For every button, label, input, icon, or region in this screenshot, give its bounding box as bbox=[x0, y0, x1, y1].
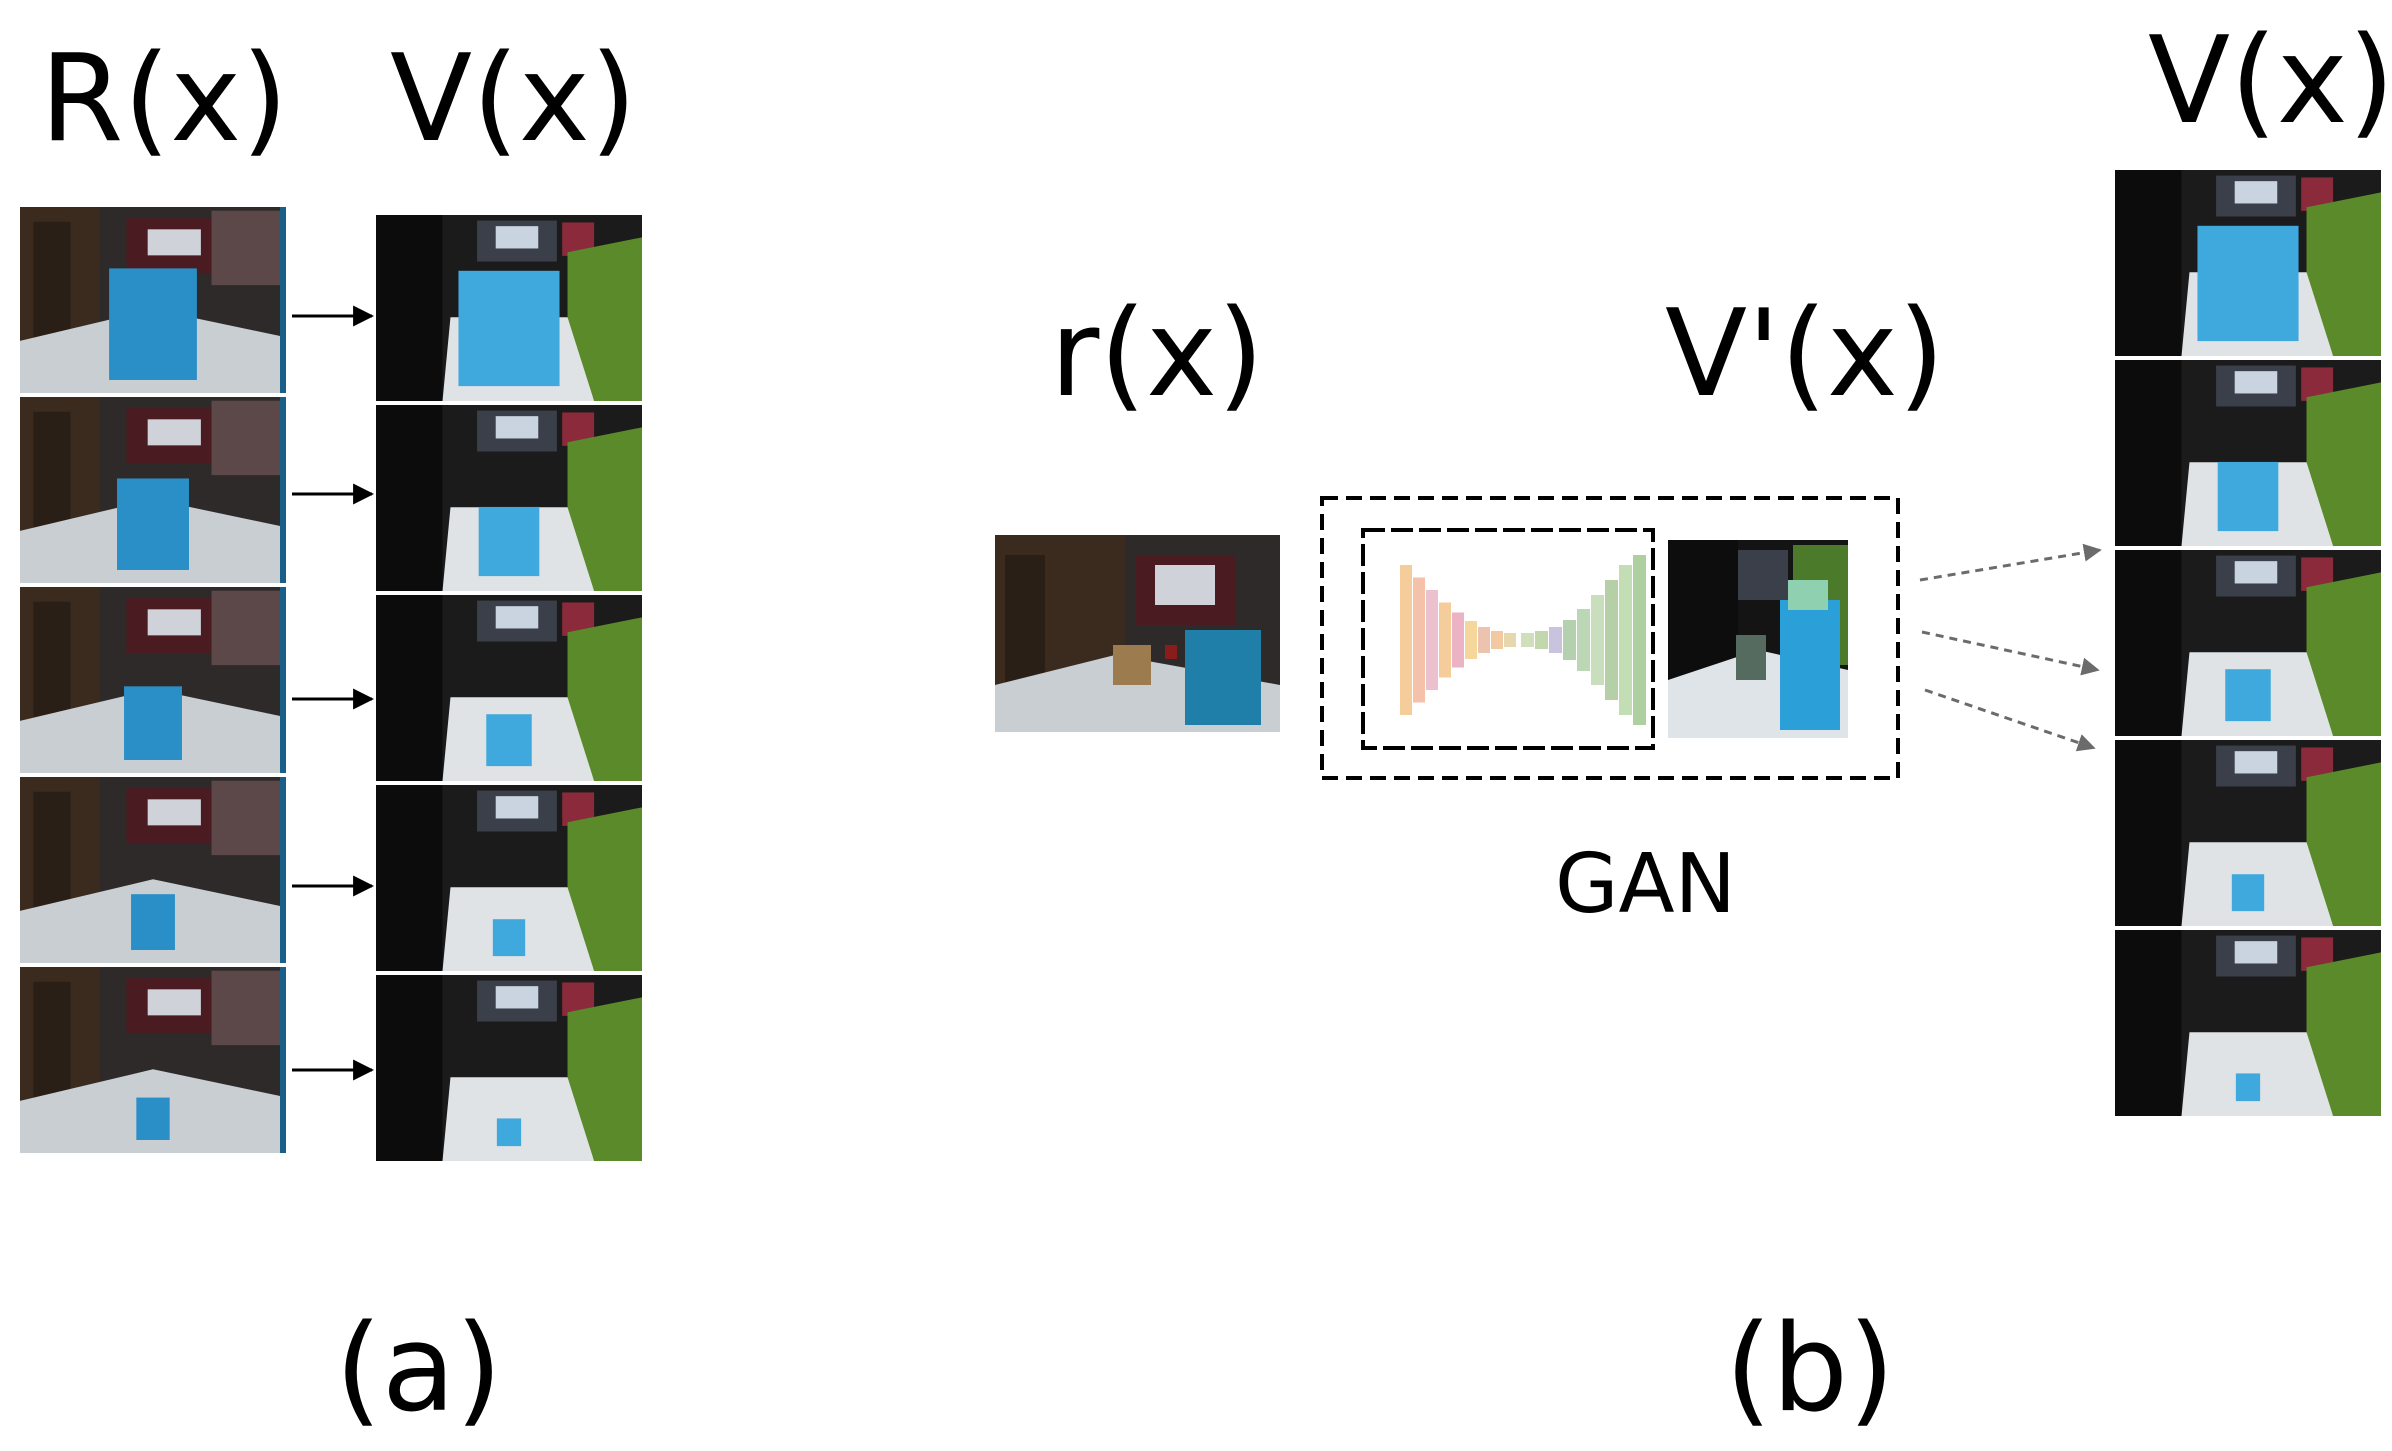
virtual-frame-a-3 bbox=[376, 595, 642, 781]
virtual-frame-sequence-b bbox=[2115, 170, 2381, 1116]
virtual-sequence-label-a: V(x) bbox=[390, 30, 637, 169]
decoder-layer-4 bbox=[1563, 620, 1576, 660]
real-frame-5 bbox=[20, 967, 286, 1153]
gan-network-box bbox=[1361, 528, 1655, 750]
virtual-box-object bbox=[2225, 669, 2271, 722]
box-object bbox=[109, 268, 197, 380]
encoder-layer-9 bbox=[1504, 633, 1516, 647]
gan-label: GAN bbox=[1555, 837, 1736, 932]
virtual-frame-sequence-a bbox=[376, 215, 642, 1161]
decoder-layer-3 bbox=[1549, 627, 1562, 653]
panel-a-label: (a) bbox=[335, 1300, 502, 1439]
virtual-box-object bbox=[492, 919, 526, 957]
encoder-layer-3 bbox=[1426, 590, 1438, 690]
virtual-box-object bbox=[2235, 1073, 2261, 1102]
virtual-frame-b-5 bbox=[2115, 930, 2381, 1116]
real-sequence-label: R(x) bbox=[40, 30, 288, 169]
virtual-frame-a-2 bbox=[376, 405, 642, 591]
panel-b-label: (b) bbox=[1725, 1300, 1895, 1439]
virtual-box-object bbox=[486, 714, 532, 767]
encoder-layer-5 bbox=[1452, 612, 1464, 668]
virtual-sequence-label-b: V(x) bbox=[2148, 12, 2392, 151]
virtual-box-object bbox=[2217, 461, 2279, 532]
real-input-frame bbox=[995, 535, 1280, 732]
encoder-layer-6 bbox=[1465, 621, 1477, 659]
real-frame-sequence bbox=[20, 207, 286, 1153]
decoder-layer-5 bbox=[1577, 609, 1590, 671]
virtual-frame-a-4 bbox=[376, 785, 642, 971]
generated-frame-label: V'(x) bbox=[1665, 285, 1945, 424]
virtual-box-object bbox=[478, 506, 540, 577]
encoder-layer-4 bbox=[1439, 602, 1451, 678]
virtual-frame-b-1 bbox=[2115, 170, 2381, 356]
real-frame-1 bbox=[20, 207, 286, 393]
virtual-frame-b-3 bbox=[2115, 550, 2381, 736]
decoder-layer-9 bbox=[1633, 555, 1646, 725]
virtual-box-object bbox=[2197, 225, 2299, 342]
virtual-frame-b-4 bbox=[2115, 740, 2381, 926]
box-object bbox=[124, 686, 182, 760]
decoder-layer-7 bbox=[1605, 580, 1618, 700]
real-frame-3 bbox=[20, 587, 286, 773]
virtual-box-object bbox=[2231, 874, 2265, 912]
real-frame-label: r(x) bbox=[1050, 285, 1264, 424]
virtual-frame-a-5 bbox=[376, 975, 642, 1161]
gan-outer-box bbox=[1320, 496, 1900, 780]
real-frame-2 bbox=[20, 397, 286, 583]
decoder-layer-2 bbox=[1535, 631, 1548, 649]
decoder-layer-8 bbox=[1619, 565, 1632, 715]
encoder-layer-2 bbox=[1413, 577, 1425, 703]
virtual-frame-b-2 bbox=[2115, 360, 2381, 546]
mapping-arrows bbox=[292, 305, 375, 1081]
real-frame-4 bbox=[20, 777, 286, 963]
decoder-layer-6 bbox=[1591, 595, 1604, 685]
dashed-arrow-bottom bbox=[1924, 688, 2096, 752]
encoder-layer-8 bbox=[1491, 631, 1503, 649]
box-object bbox=[131, 894, 175, 950]
dashed-arrow-top bbox=[1919, 543, 2102, 582]
box-object bbox=[136, 1097, 170, 1140]
box-object bbox=[117, 478, 189, 570]
virtual-frame-a-1 bbox=[376, 215, 642, 401]
virtual-box-object bbox=[496, 1118, 522, 1147]
encoder-layer-1 bbox=[1400, 565, 1412, 715]
generated-frame bbox=[1668, 540, 1848, 738]
dashed-arrow-middle bbox=[1921, 630, 2100, 676]
decoder-layer-1 bbox=[1521, 633, 1534, 647]
gan-network-layers bbox=[1400, 555, 1646, 725]
virtual-box-object bbox=[458, 270, 560, 387]
encoder-layer-7 bbox=[1478, 627, 1490, 653]
